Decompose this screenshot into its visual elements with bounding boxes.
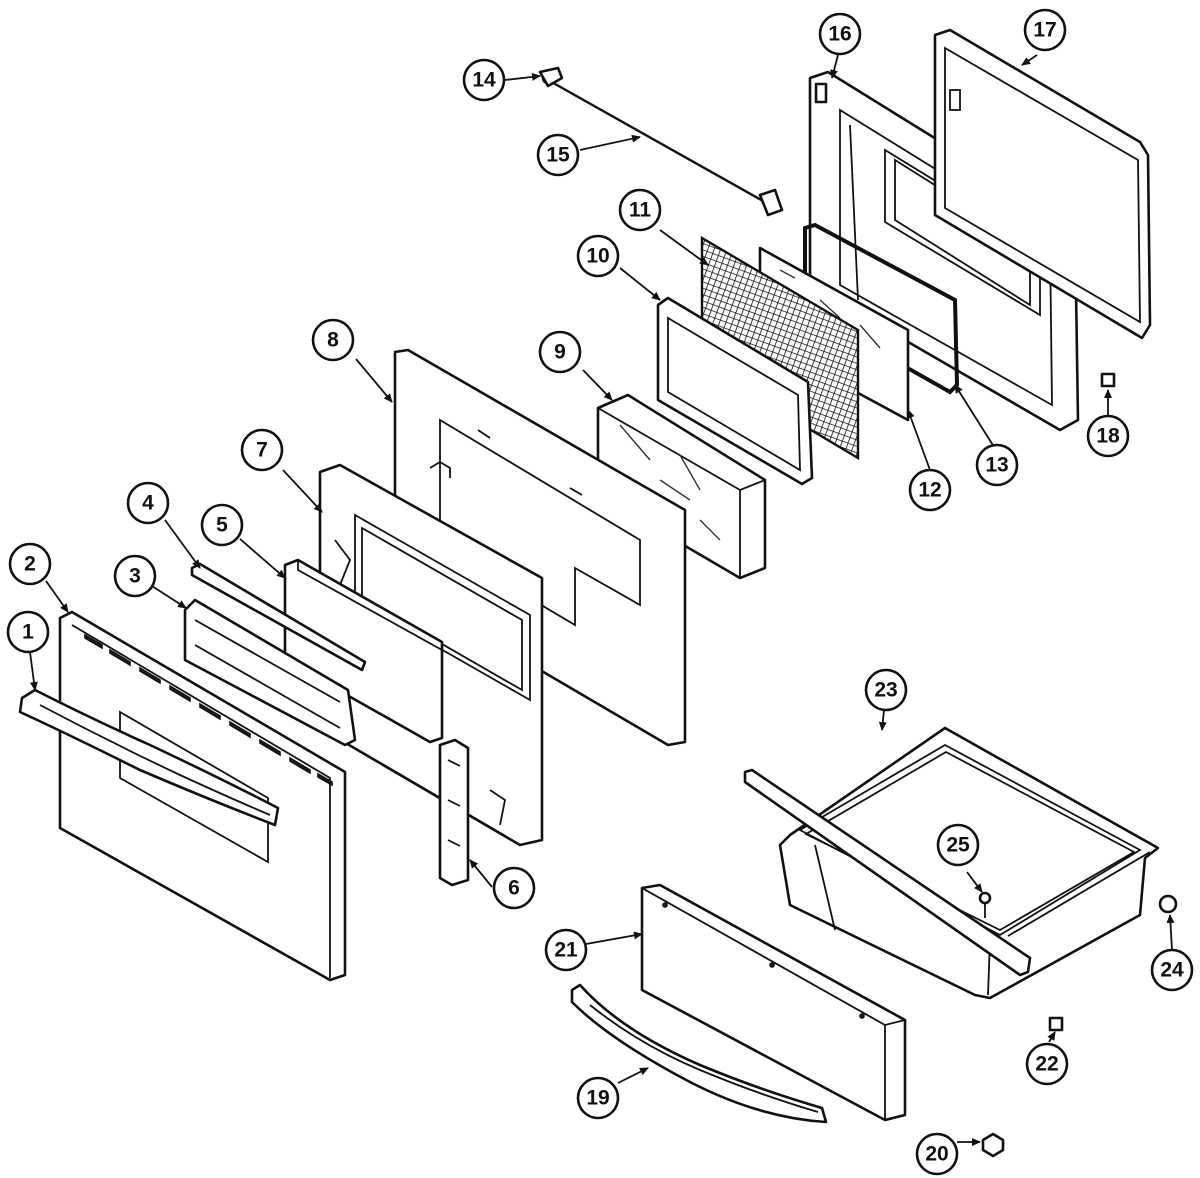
clip-part-18	[1100, 372, 1116, 388]
svg-text:16: 16	[828, 23, 851, 46]
clip-part-22	[1048, 1016, 1064, 1032]
callout-6: 6	[492, 866, 536, 910]
door-gasket-part	[933, 28, 1152, 340]
callout-15: 15	[536, 133, 580, 177]
callout-22: 22	[1025, 1042, 1069, 1086]
svg-text:7: 7	[256, 439, 268, 462]
svg-text:20: 20	[925, 1143, 948, 1166]
svg-text:23: 23	[874, 679, 897, 702]
drawer-handle-part	[570, 983, 828, 1124]
callout-21: 21	[544, 928, 588, 972]
svg-text:25: 25	[946, 834, 970, 857]
svg-text:18: 18	[1096, 425, 1120, 448]
svg-text:3: 3	[129, 565, 141, 588]
callout-8: 8	[311, 318, 355, 362]
callout-5: 5	[200, 503, 244, 547]
svg-text:15: 15	[546, 144, 570, 167]
svg-text:4: 4	[142, 492, 154, 515]
callout-13: 13	[975, 443, 1019, 487]
latch-rod-part	[538, 66, 784, 217]
leader-lines	[29, 54, 1175, 1146]
callout-24: 24	[1150, 948, 1194, 992]
callout-7: 7	[240, 428, 284, 472]
callout-2: 2	[8, 542, 52, 586]
svg-text:11: 11	[629, 199, 652, 222]
svg-text:2: 2	[24, 553, 36, 576]
callout-14: 14	[462, 58, 506, 102]
glass-frame-part	[656, 296, 814, 486]
callout-20: 20	[915, 1132, 959, 1176]
callout-11: 11	[618, 188, 662, 232]
svg-text:13: 13	[985, 454, 1008, 477]
svg-text:10: 10	[586, 245, 609, 268]
callout-3: 3	[113, 554, 157, 598]
screw-part-25	[978, 891, 992, 918]
svg-text:14: 14	[472, 69, 496, 92]
callout-23: 23	[864, 668, 908, 712]
callout-4: 4	[126, 481, 170, 525]
svg-text:5: 5	[216, 514, 228, 537]
knob-part-24	[1158, 894, 1178, 914]
svg-text:9: 9	[554, 341, 566, 364]
callout-12: 12	[908, 468, 952, 512]
svg-text:6: 6	[508, 877, 520, 900]
svg-text:8: 8	[327, 329, 339, 352]
svg-text:24: 24	[1160, 959, 1184, 982]
svg-text:12: 12	[918, 479, 941, 502]
svg-text:1: 1	[22, 621, 34, 644]
callout-10: 10	[576, 234, 620, 278]
door-vent-slots	[84, 633, 333, 787]
hinge-bracket-part	[438, 738, 470, 887]
callout-17: 17	[1023, 8, 1067, 52]
callout-1: 1	[6, 610, 50, 654]
vent-panel-part	[183, 598, 357, 747]
nut-part-20	[981, 1132, 1005, 1158]
oven-door-handle-part	[18, 688, 280, 827]
svg-text:21: 21	[554, 939, 578, 962]
callout-16: 16	[818, 12, 862, 56]
callout-9: 9	[538, 330, 582, 374]
callout-25: 25	[936, 823, 980, 867]
svg-text:19: 19	[586, 1087, 609, 1110]
svg-text:17: 17	[1033, 19, 1056, 42]
svg-text:22: 22	[1035, 1053, 1058, 1076]
callout-19: 19	[576, 1076, 620, 1120]
drawer-front-panel-part	[640, 883, 907, 1122]
callout-18: 18	[1086, 414, 1130, 458]
